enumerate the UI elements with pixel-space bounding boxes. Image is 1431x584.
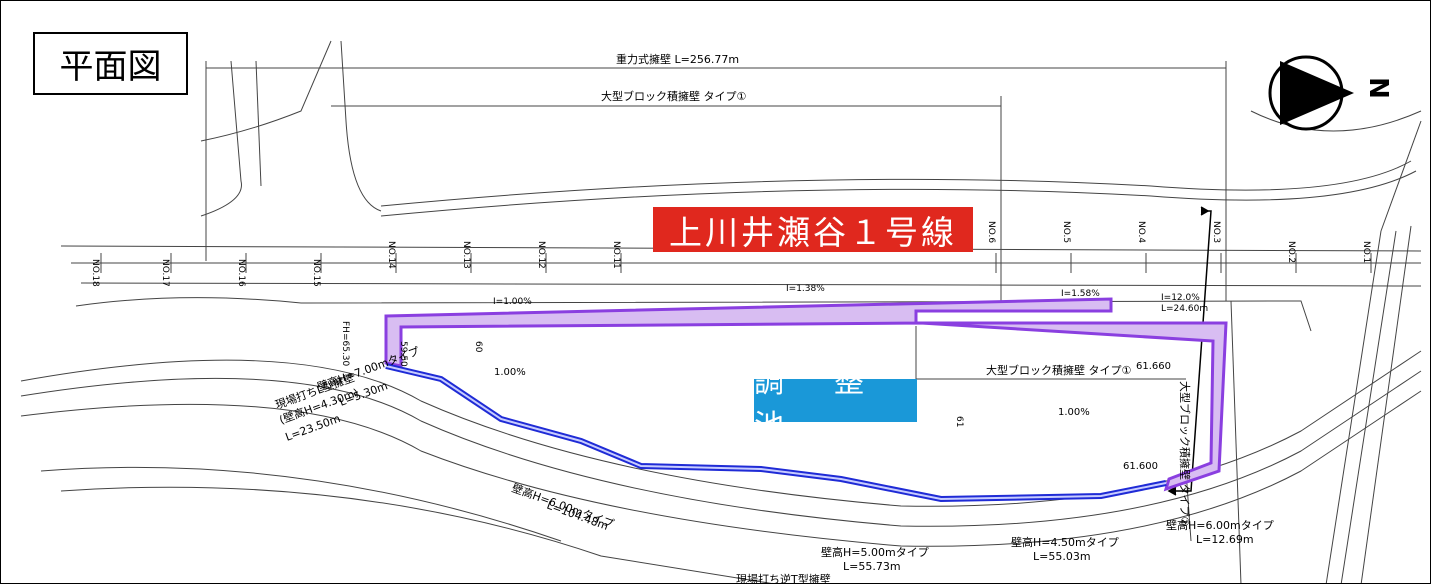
pond-name-label: 調 整 池 [754,365,917,444]
wall-45m-length: L=55.03m [1033,550,1091,563]
grade-label-1: I=1.00% [493,297,532,307]
station-label: NO.18 [90,259,100,287]
elev-61-label: 61 [954,416,964,427]
pond-east-wall [384,297,1228,492]
wall-6m-right-label: 壁高H=6.00mタイプ [1166,518,1274,532]
slope-label-2: 1.00% [1058,407,1090,418]
north-letter: N [1362,77,1393,99]
station-label: NO.15 [311,259,321,287]
station-label: NO.16 [236,259,246,287]
elev-59-label: 59.50 [398,341,408,367]
station-label: NO.2 [1286,241,1296,263]
wall-6m-right-length: L=12.69m [1196,533,1254,546]
water-level-arrow [1167,206,1212,496]
gravity-wall-label: 重力式擁壁 L=256.77m [616,52,739,66]
north-arrow-icon [1268,55,1354,131]
linework [20,40,1422,583]
block-wall-top-label: 大型ブロック積擁壁 タイプ① [601,89,746,103]
wall-5m-label: 壁高H=5.00mタイプ [821,545,929,559]
block-wall-side-label: 大型ブロック積擁壁 タイプ② [1178,381,1192,526]
station-label: NO.5 [1061,221,1071,243]
block-wall-inner-label: 大型ブロック積擁壁 タイプ① [986,363,1131,377]
drawing-title: 平面図 [33,32,188,95]
station-label: NO.14 [386,241,396,269]
elev-61600-label: 61.600 [1123,461,1158,472]
wall-5m-length: L=55.73m [843,560,901,573]
pond-west-wall-inner [385,365,1167,501]
elev-60-label: 60 [473,341,483,353]
station-label: NO.11 [611,241,621,269]
station-label: NO.3 [1211,221,1221,243]
grade-label-4: I=12.0% [1161,293,1200,303]
station-label: NO.17 [160,259,170,287]
grade-label-4-length: L=24.60m [1161,304,1208,314]
station-label: NO.6 [986,221,996,243]
fh-label: FH=65.30 [340,321,350,367]
slope-label-1: 1.00% [494,367,526,378]
station-label: NO.13 [461,241,471,269]
station-label: NO.1 [1361,241,1371,263]
road-name-label: 上川井瀬谷１号線 [653,207,973,252]
wall-45m-label: 壁高H=4.50mタイプ [1011,535,1119,549]
station-label: NO.4 [1136,221,1146,243]
wall-t-type-label: 現場打ち逆T型擁壁 [736,572,831,584]
grade-label-3: I=1.58% [1061,289,1100,299]
elev-61660-label: 61.660 [1136,361,1171,372]
station-label: NO.12 [536,241,546,269]
grade-label-2: I=1.38% [786,284,825,294]
